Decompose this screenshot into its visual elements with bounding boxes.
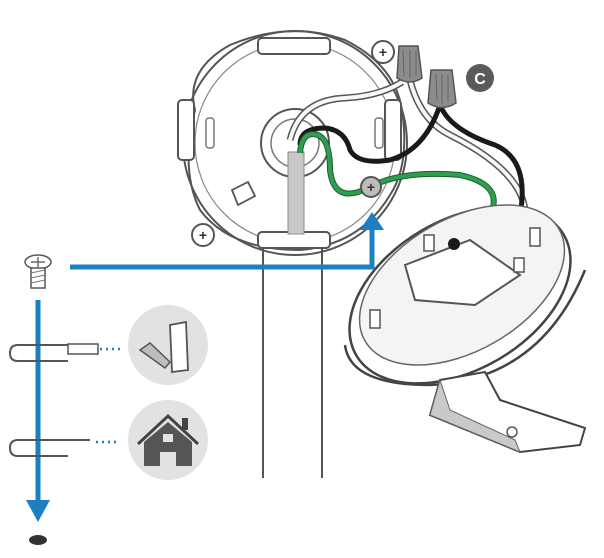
white-wires: [286, 79, 529, 211]
ground-clip-fixture: [8, 343, 120, 362]
svg-text:+: +: [367, 179, 375, 195]
svg-text:+: +: [199, 227, 207, 243]
screw-icon: [24, 254, 52, 289]
fixture-bracket-icon: [128, 305, 208, 385]
blue-arrow-screw-to-box: [70, 212, 384, 270]
fixture-base: [343, 204, 587, 387]
black-wires: [297, 103, 525, 216]
conduit-strip: [287, 151, 305, 235]
blue-arrow-down: [26, 300, 50, 545]
svg-text:+: +: [379, 44, 387, 60]
wire-nut-2: [427, 69, 457, 109]
wire-nut-1: [396, 45, 423, 83]
ground-screw: +: [360, 176, 382, 198]
step-badge: C: [466, 64, 494, 92]
ground-clip-house: [8, 439, 120, 457]
house-icon: [128, 400, 208, 480]
mounting-pole: [262, 240, 323, 478]
step-badge-label: C: [474, 71, 486, 88]
fixture-stand: [428, 370, 587, 454]
